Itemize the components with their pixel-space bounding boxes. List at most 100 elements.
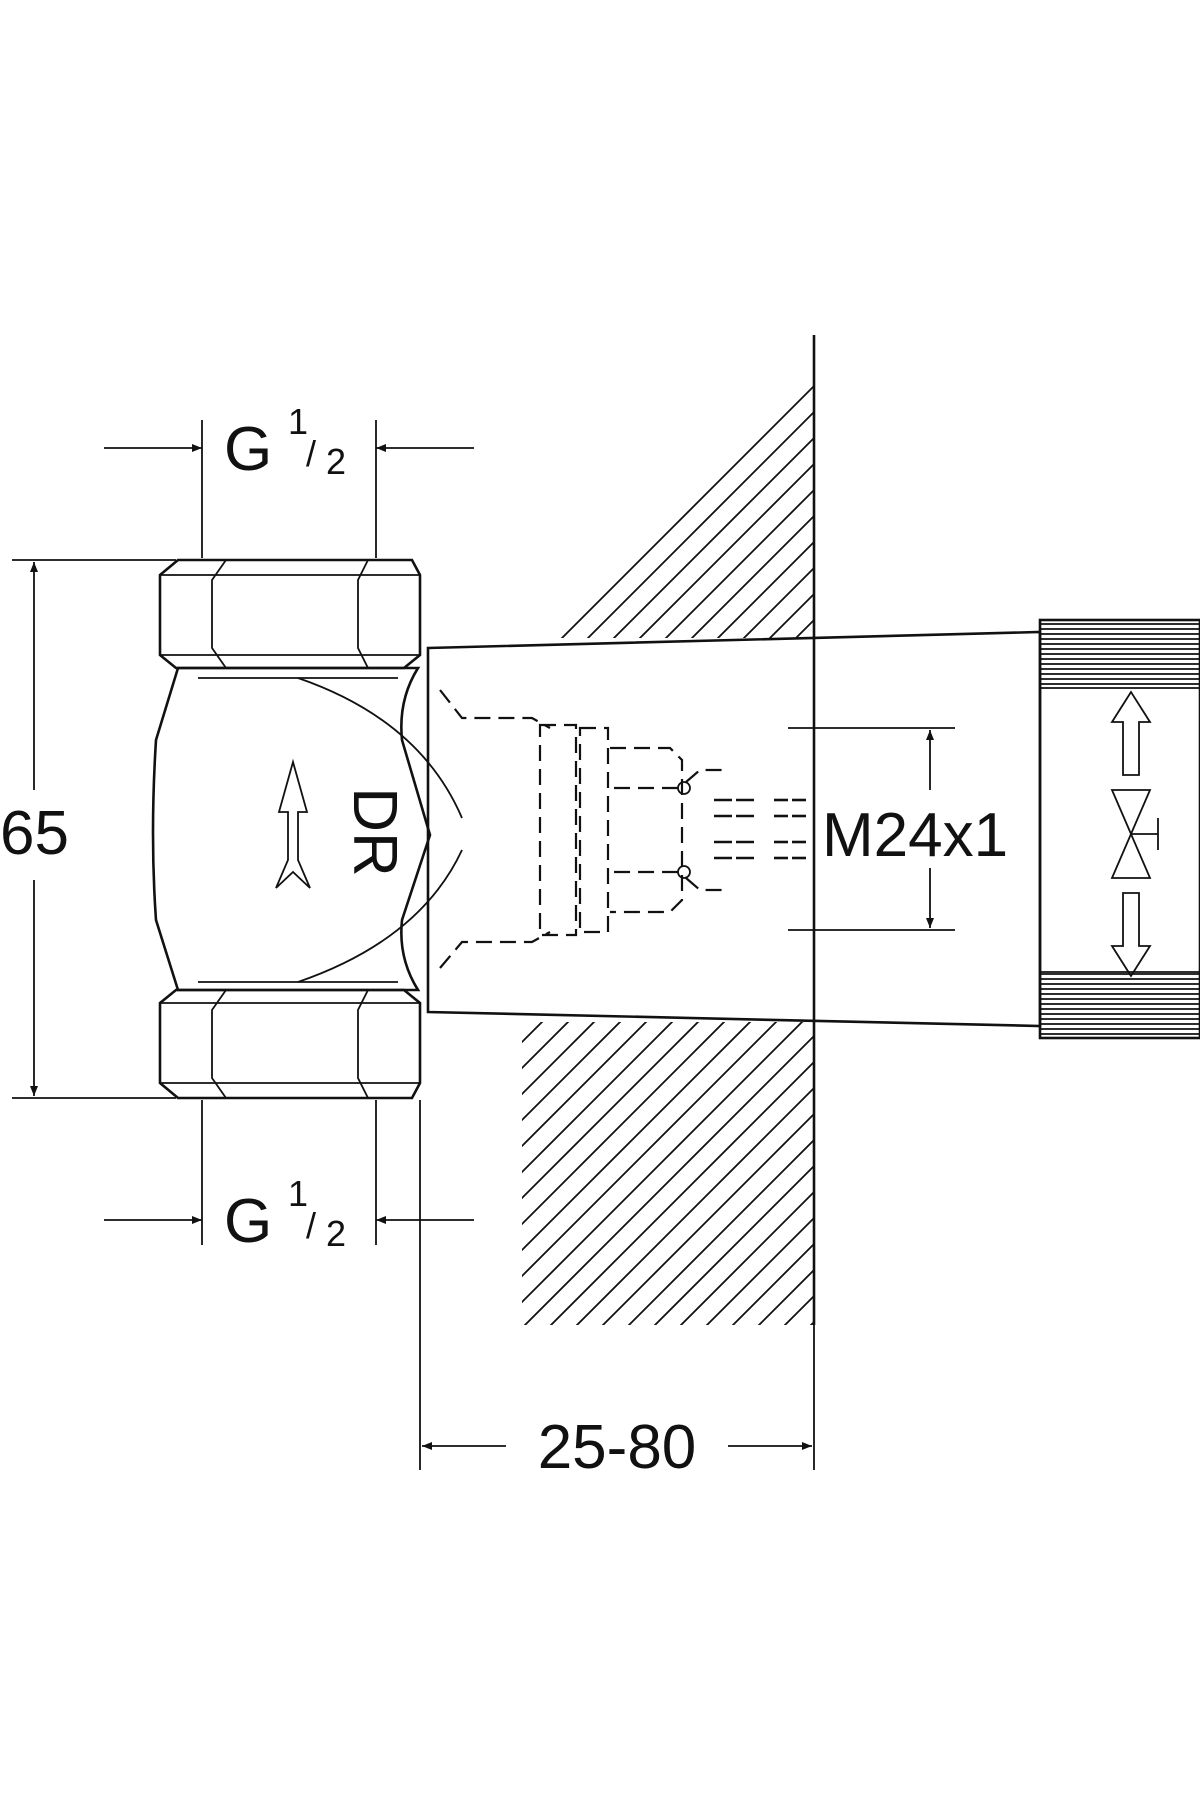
- hatch-line: [632, 0, 1200, 1400]
- body-marking-label: DR: [340, 787, 409, 877]
- hatch-line: [586, 410, 814, 638]
- hatch-line: [762, 0, 1200, 1400]
- hatch-line: [372, 0, 1200, 1400]
- hatch-line: [346, 0, 1200, 1400]
- hatch-line: [794, 618, 814, 638]
- hatch-line: [398, 0, 1200, 1400]
- hatch-line: [0, 0, 1200, 1400]
- hatch-line: [522, 1022, 752, 1252]
- hatch-line: [268, 0, 1200, 1400]
- hatch-line: [549, 1060, 814, 1325]
- bottom-thread-main: G: [224, 1187, 272, 1256]
- hatch-line: [450, 0, 1200, 1400]
- thread-size-dimension: M24x1: [788, 727, 1008, 931]
- hatch-line: [522, 1022, 544, 1044]
- hatch-line: [866, 0, 1200, 1400]
- hatch-line: [918, 0, 1200, 1400]
- hatch-line: [892, 0, 1200, 1400]
- bottom-thread-denominator: 2: [326, 1213, 346, 1254]
- hatch-line: [554, 0, 1200, 1400]
- hatch-line: [918, 0, 1200, 1400]
- hatch-line: [1022, 0, 1200, 1400]
- hatch-line: [34, 0, 1200, 1400]
- hatch-line: [522, 1022, 700, 1200]
- hidden-internals: [439, 689, 722, 969]
- hatch-line: [190, 0, 1200, 1400]
- hatch-line: [8, 0, 1200, 1400]
- hatch-line: [788, 0, 1200, 1400]
- wall-bottom-hatching: [0, 0, 1200, 1400]
- hatch-line: [320, 0, 1200, 1400]
- hatch-line: [1022, 0, 1200, 1400]
- hatch-line: [523, 1034, 814, 1325]
- hatch-line: [944, 0, 1200, 1400]
- hatch-line: [164, 0, 1200, 1400]
- hatch-line: [601, 1112, 814, 1325]
- hatch-line: [840, 0, 1200, 1400]
- hatch-line: [638, 462, 814, 638]
- hatch-line: [522, 1022, 596, 1096]
- knurl-band-bottom: [1040, 973, 1200, 1035]
- hatch-line: [970, 0, 1200, 1400]
- hatch-line: [742, 566, 814, 638]
- wall-section: [0, 0, 1200, 1400]
- hatch-line: [658, 0, 1200, 1400]
- hatch-line: [528, 0, 1200, 1400]
- hatch-line: [664, 488, 814, 638]
- hatch-line: [944, 0, 1200, 1400]
- hatch-line: [788, 0, 1200, 1400]
- hatch-line: [560, 384, 814, 638]
- hatch-line: [970, 0, 1200, 1400]
- top-thread-dimension: G 1 / 2: [104, 401, 474, 558]
- hatch-line: [612, 436, 814, 638]
- hatch-line: [731, 1242, 814, 1325]
- hatch-line: [840, 0, 1200, 1400]
- bottom-hex-nut: [158, 988, 422, 1100]
- hatch-line: [757, 1268, 814, 1325]
- hatch-line: [522, 1022, 804, 1304]
- top-thread-numerator: 1: [288, 401, 308, 442]
- hatch-line: [522, 1022, 648, 1148]
- top-thread-slash: /: [306, 433, 316, 474]
- bottom-thread-slash: /: [306, 1205, 316, 1246]
- hatch-line: [762, 0, 1200, 1400]
- hatch-line: [216, 0, 1200, 1400]
- top-thread-main: G: [224, 415, 272, 484]
- hatch-line: [809, 1320, 814, 1325]
- hatch-line: [575, 1086, 814, 1325]
- hatch-line: [502, 0, 1200, 1400]
- hatch-line: [892, 0, 1200, 1400]
- hatch-line: [768, 592, 814, 638]
- height-label: 65: [0, 799, 69, 868]
- hatch-line: [0, 0, 1200, 1400]
- wall-depth-dimension: 25-80: [419, 1100, 815, 1482]
- hatch-line: [580, 0, 1200, 1400]
- wall-depth-label: 25-80: [538, 1413, 697, 1482]
- top-thread-denominator: 2: [326, 441, 346, 482]
- hatch-line: [522, 1022, 622, 1122]
- spindle-spline: [714, 798, 806, 860]
- hatch-line: [294, 0, 1200, 1400]
- hatch-line: [0, 0, 1200, 1400]
- hatch-line: [684, 0, 1200, 1400]
- valve-body: [151, 666, 463, 992]
- hatch-line: [1048, 0, 1200, 1400]
- thread-size-label: M24x1: [822, 801, 1008, 870]
- top-hex-nut: [158, 558, 422, 670]
- wall-top-hatching: [112, 0, 1200, 1400]
- height-dimension: 65: [0, 559, 176, 1099]
- hatch-line: [679, 1190, 814, 1325]
- hatch-line: [736, 0, 1200, 1400]
- hatch-line: [0, 0, 1200, 1400]
- hatch-line: [522, 1022, 778, 1278]
- hatch-line: [476, 0, 1200, 1400]
- bottom-thread-dimension: G 1 / 2: [104, 1100, 474, 1256]
- hatch-line: [814, 0, 1200, 1400]
- hatch-line: [606, 0, 1200, 1400]
- hatch-line: [996, 0, 1200, 1400]
- hatch-line: [242, 0, 1200, 1400]
- hatch-line: [112, 0, 1200, 1400]
- hatch-line: [112, 0, 1200, 1400]
- hatch-line: [522, 1022, 570, 1070]
